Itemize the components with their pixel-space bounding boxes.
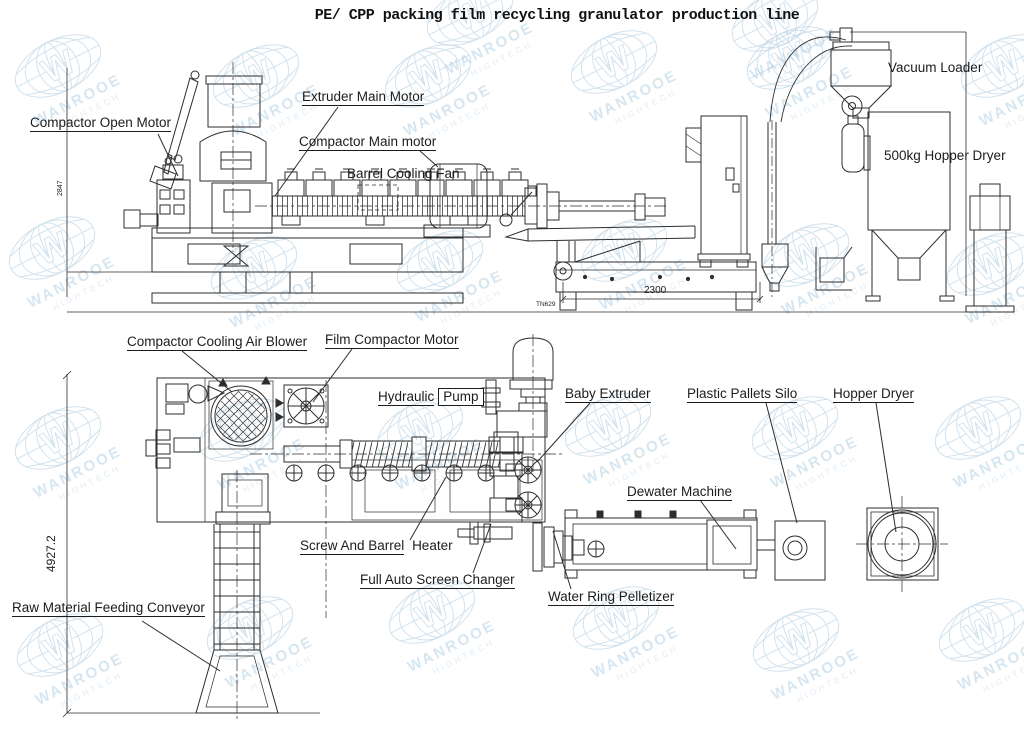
label-hydraulic: Hydraulic — [378, 388, 435, 406]
water-ring-pelletizer-plan — [532, 522, 605, 572]
discharge-conveyor-side — [504, 225, 757, 311]
baby-extruder-plan — [481, 334, 554, 472]
label-full-auto-screen-changer: Full Auto Screen Changer — [360, 572, 515, 589]
label-hopper-dryer: Hopper Dryer — [833, 386, 915, 403]
screen-changer-plan — [457, 431, 542, 545]
side-view-dimension-lines — [66, 31, 1010, 313]
label-plastic-pallets-silo: Plastic Pallets Silo — [687, 386, 798, 403]
label-water-ring-pelletizer: Water Ring Pelletizer — [548, 589, 675, 606]
dimension-total-height: 4927.2 — [44, 535, 58, 572]
vacuum-hoses — [769, 36, 853, 123]
support-stand-side — [815, 246, 853, 291]
dimension-frame-width: 2300 — [644, 285, 667, 296]
dewater-machine-plan — [564, 509, 758, 579]
label-heater: Heater — [412, 538, 453, 553]
label-compactor-main-motor: Compactor Main motor — [299, 134, 437, 151]
film-compactor-motor-fan-plan — [283, 384, 329, 428]
label-500kg-hopper-dryer: 500kg Hopper Dryer — [884, 148, 1006, 163]
label-dewater-machine: Dewater Machine — [627, 484, 733, 501]
extruder-barrel-side — [255, 168, 668, 229]
cyclone-hopper-side — [761, 120, 789, 300]
label-compactor-open-motor: Compactor Open Motor — [30, 115, 172, 132]
control-cabinet-side — [685, 115, 751, 268]
label-hydraulic-pump: Hydraulic Pump — [378, 388, 484, 406]
label-leader-lines — [141, 106, 897, 672]
dimension-machine-height: 2847 — [57, 180, 64, 196]
label-barrel-cooling-fan: Barrel Cooling Fan — [347, 166, 460, 181]
label-raw-material-feeding-conveyor: Raw Material Feeding Conveyor — [12, 600, 205, 617]
label-film-compactor-motor: Film Compactor Motor — [325, 332, 459, 349]
feeding-conveyor-plan — [195, 470, 279, 722]
label-pump-box: Pump — [438, 388, 484, 406]
hopper-dryer-side — [841, 95, 955, 302]
plastic-pallets-silo-plan — [756, 520, 826, 581]
die-station-side — [965, 183, 1015, 313]
label-compactor-cooling-air-blower: Compactor Cooling Air Blower — [127, 334, 308, 351]
label-extruder-main-motor: Extruder Main Motor — [302, 89, 425, 106]
label-vacuum-loader: Vacuum Loader — [888, 60, 983, 75]
label-baby-extruder: Baby Extruder — [565, 386, 651, 403]
film-compactor-plan — [208, 375, 285, 450]
label-screw-and-barrel-heater: Screw And Barrel Heater — [300, 538, 453, 555]
page-title: PE/ CPP packing film recycling granulato… — [314, 7, 800, 24]
screw-barrel-plan — [250, 436, 565, 482]
hopper-dryer-plan — [856, 496, 948, 592]
label-screw-and-barrel: Screw And Barrel — [300, 538, 405, 555]
vacuum-loader — [829, 27, 893, 119]
dimension-note: TN629 — [536, 301, 556, 308]
